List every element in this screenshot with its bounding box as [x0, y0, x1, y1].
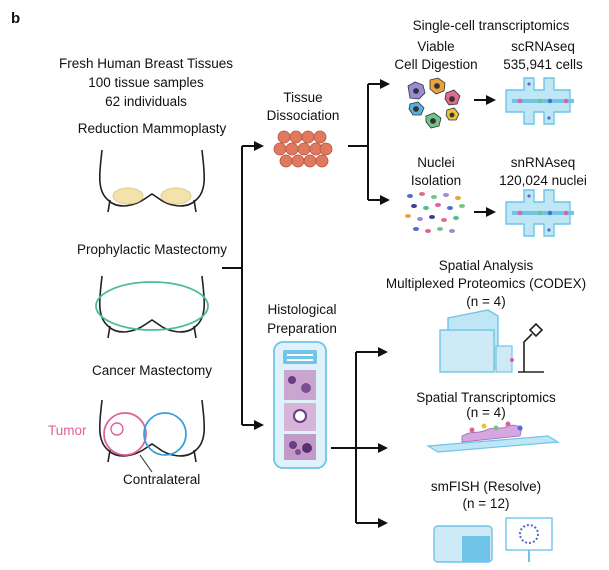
- snrnaseq-cartridge-icon: [505, 189, 574, 237]
- snrnaseq-line2: 120,024 nuclei: [499, 173, 587, 188]
- cancer-mastectomy-icon: [98, 399, 206, 473]
- viable-line2: Cell Digestion: [394, 57, 478, 72]
- viable-cells-icon: [407, 77, 461, 129]
- procedure-cancer-label: Cancer Mastectomy: [91, 363, 213, 378]
- tissues-samples: 100 tissue samples: [88, 75, 204, 90]
- tissues-individuals: 62 individuals: [105, 94, 187, 109]
- procedure-reduction-label: Reduction Mammoplasty: [77, 121, 227, 136]
- panel-label: b: [11, 10, 21, 27]
- histology-slide-icon: [273, 341, 327, 469]
- scrnaseq-cartridge-icon: [505, 77, 574, 125]
- reduction-mammoplasty-icon: [98, 149, 206, 213]
- snrnaseq-line1: snRNAseq: [510, 155, 576, 170]
- codex-line2: (n = 4): [466, 294, 506, 309]
- dissociation-line2: Dissociation: [266, 108, 340, 123]
- nuclei-icon: [405, 192, 465, 233]
- connector-lines: [222, 79, 496, 528]
- scrnaseq-line1: scRNAseq: [511, 39, 575, 54]
- spatial-transcriptomics-slide-icon: [426, 421, 560, 453]
- smfish-line2: (n = 12): [462, 496, 510, 511]
- histology-line1: Histological: [267, 302, 337, 317]
- contralateral-label: Contralateral: [123, 472, 201, 487]
- procedure-prophylactic-label: Prophylactic Mastectomy: [76, 242, 228, 257]
- nuclei-line2: Isolation: [410, 173, 462, 188]
- single-cell-title: Single-cell transcriptomics: [412, 18, 570, 33]
- codex-instrument-icon: [439, 309, 544, 373]
- spatial-title: Spatial Analysis: [438, 258, 534, 273]
- scrnaseq-line2: 535,941 cells: [503, 57, 583, 72]
- smfish-line1: smFISH (Resolve): [430, 479, 542, 494]
- prophylactic-mastectomy-icon: [95, 275, 209, 339]
- histology-line2: Preparation: [267, 321, 337, 336]
- spatial-transcriptomics-line1: Spatial Transcriptomics: [416, 390, 556, 405]
- tissue-cluster-icon: [273, 130, 333, 168]
- codex-line1: Multiplexed Proteomics (CODEX): [385, 276, 587, 291]
- tumor-label: Tumor: [48, 423, 87, 438]
- nuclei-line1: Nuclei: [417, 155, 455, 170]
- dissociation-line1: Tissue: [283, 90, 323, 105]
- viable-line1: Viable: [417, 39, 455, 54]
- tissues-title: Fresh Human Breast Tissues: [58, 56, 234, 71]
- spatial-transcriptomics-line2: (n = 4): [466, 405, 506, 420]
- smfish-instrument-icon: [433, 517, 553, 563]
